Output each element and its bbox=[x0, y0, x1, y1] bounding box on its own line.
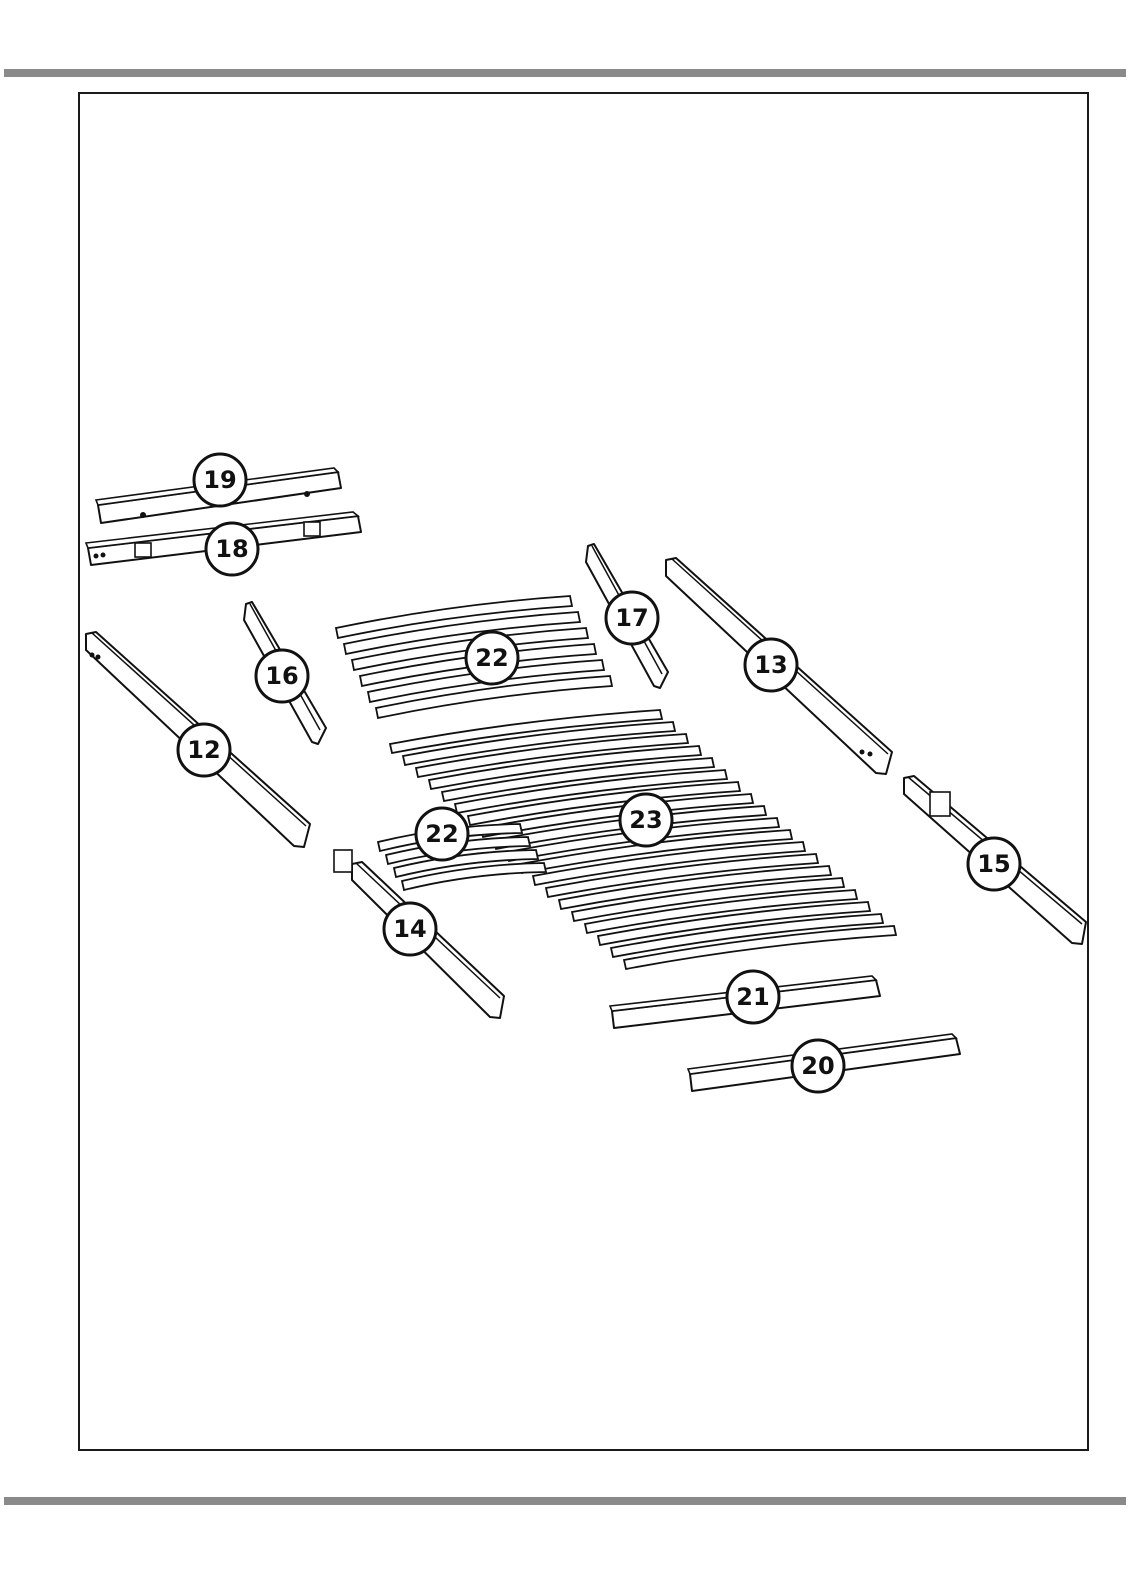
callout-number: 14 bbox=[393, 915, 426, 943]
callout-number: 23 bbox=[629, 806, 662, 834]
callout-23: 23 bbox=[620, 794, 672, 846]
callout-number: 20 bbox=[801, 1052, 834, 1080]
callout-15: 15 bbox=[968, 838, 1020, 890]
callout-number: 18 bbox=[215, 535, 248, 563]
callout-20: 20 bbox=[792, 1040, 844, 1092]
callout-21: 21 bbox=[727, 971, 779, 1023]
callout-22a: 22 bbox=[466, 632, 518, 684]
callout-14: 14 bbox=[384, 903, 436, 955]
callout-number: 17 bbox=[615, 604, 648, 632]
callout-16: 16 bbox=[256, 650, 308, 702]
callout-number: 15 bbox=[977, 850, 1010, 878]
callout-13: 13 bbox=[745, 639, 797, 691]
callout-17: 17 bbox=[606, 592, 658, 644]
callout-19: 19 bbox=[194, 454, 246, 506]
callout-number: 21 bbox=[736, 983, 769, 1011]
callout-number: 12 bbox=[187, 736, 220, 764]
callout-number: 13 bbox=[754, 651, 787, 679]
callout-number: 22 bbox=[475, 644, 508, 672]
callout-18: 18 bbox=[206, 523, 258, 575]
callout-22b: 22 bbox=[416, 808, 468, 860]
callout-number: 22 bbox=[425, 820, 458, 848]
callout-12: 12 bbox=[178, 724, 230, 776]
callout-number: 19 bbox=[203, 466, 236, 494]
callout-number: 16 bbox=[265, 662, 298, 690]
